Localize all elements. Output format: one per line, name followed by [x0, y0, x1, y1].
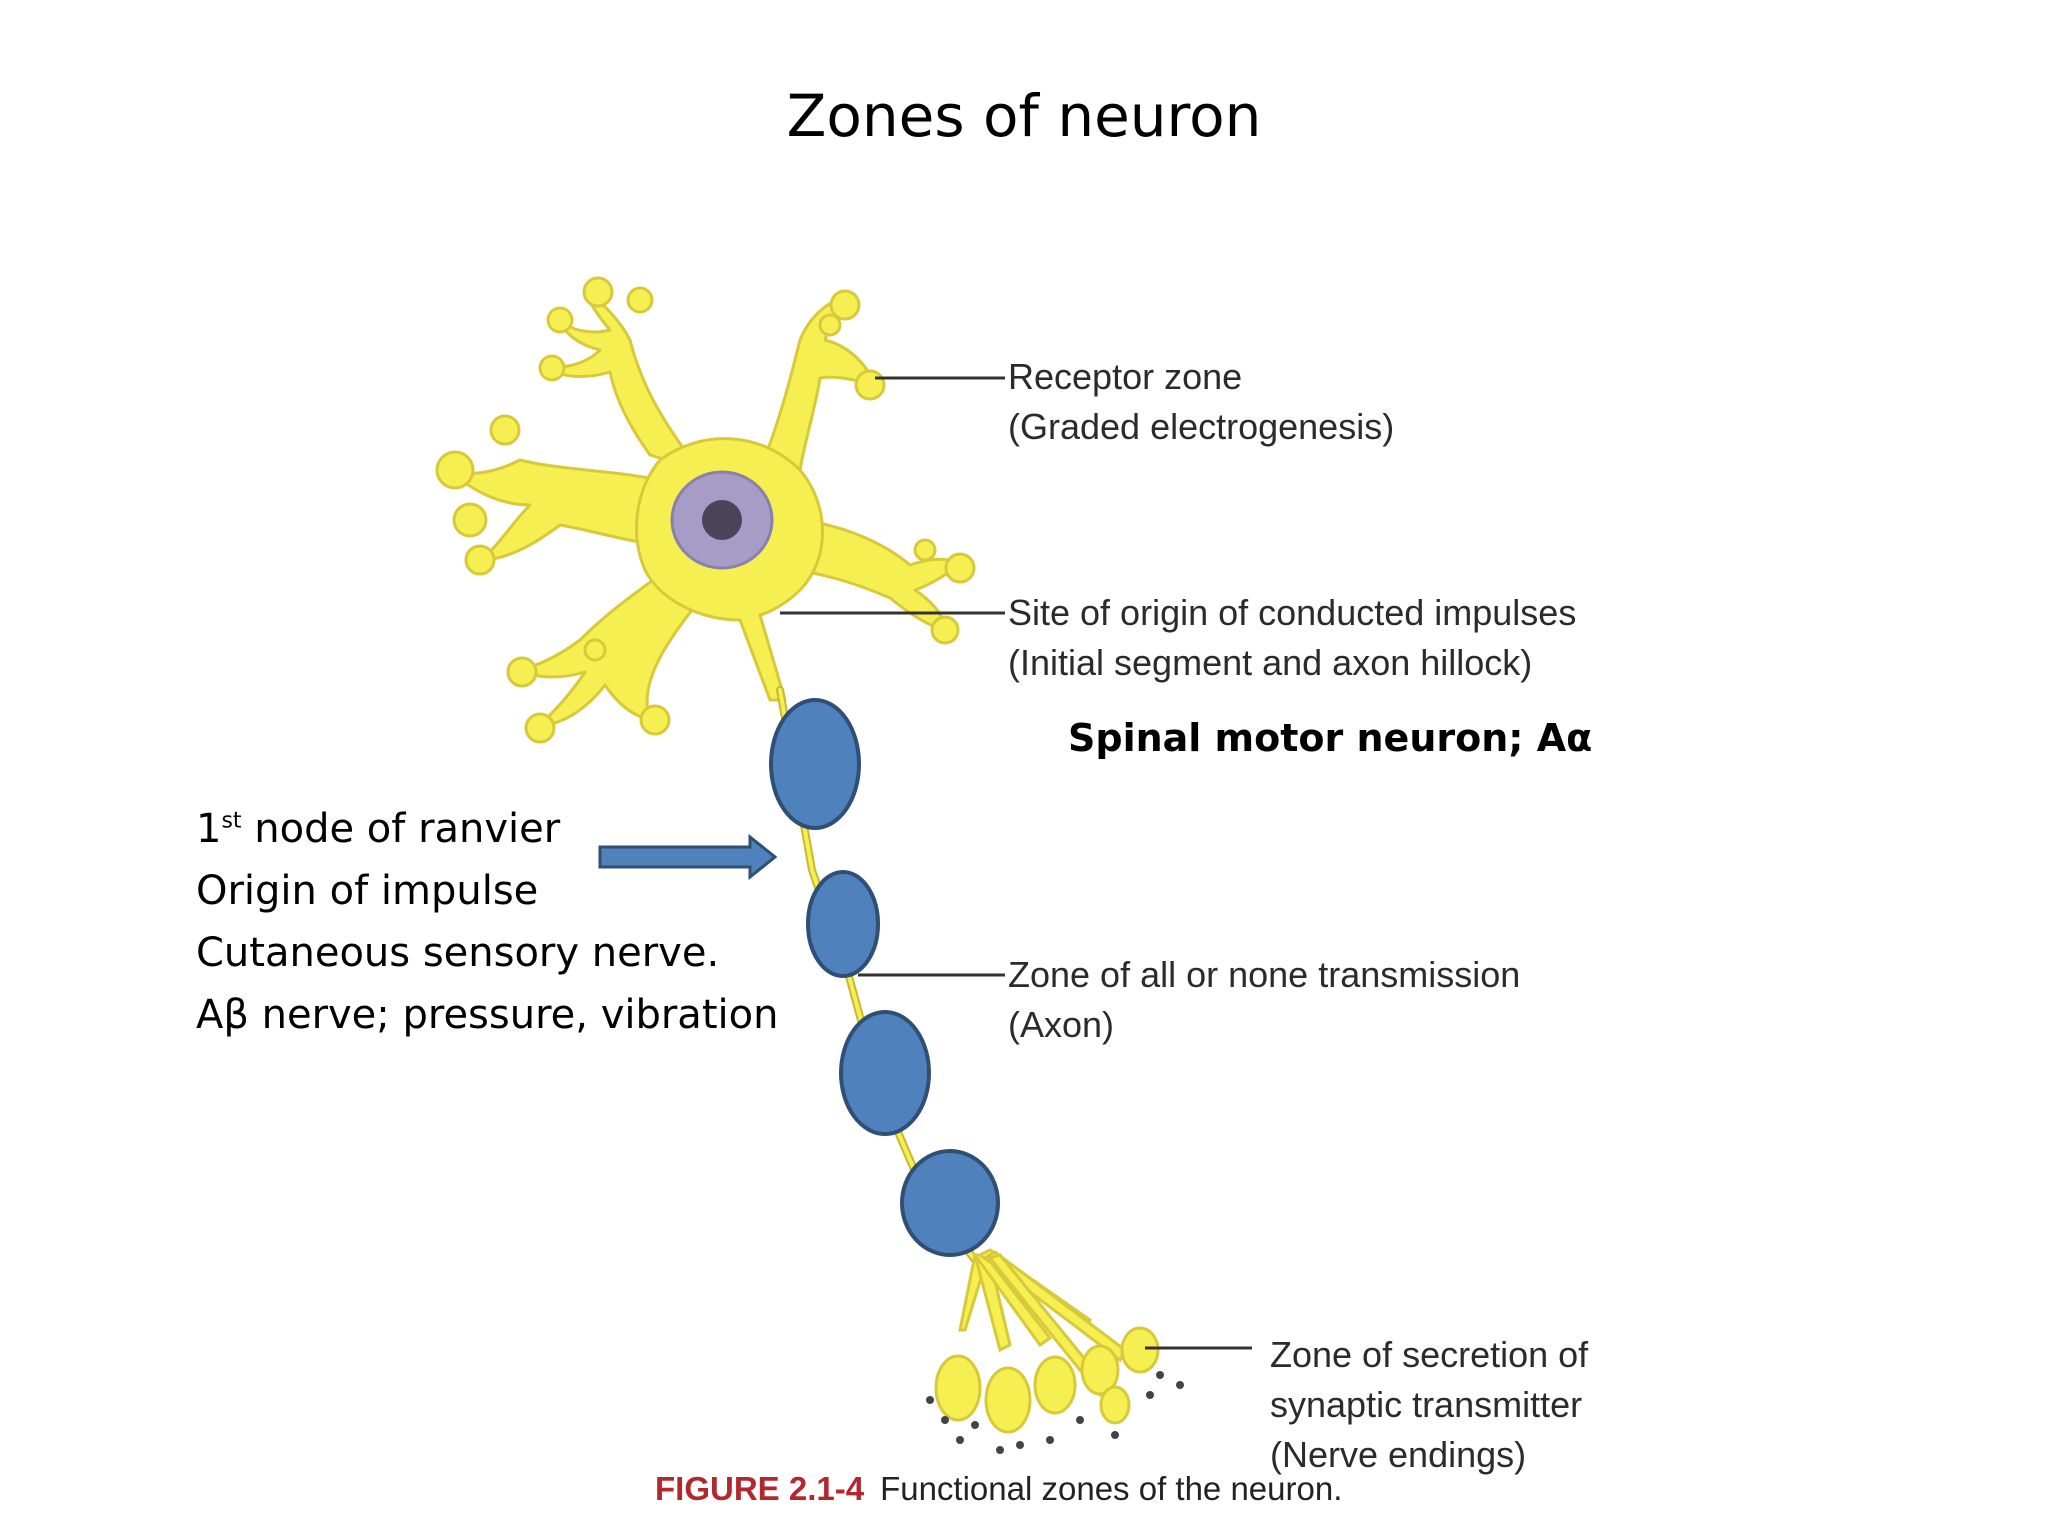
node-arrow — [598, 833, 778, 881]
neuron-soma-dendrites — [435, 276, 976, 744]
node-note-line-1: 1st node of ranvier — [196, 806, 561, 852]
myelin-sheath-1 — [769, 698, 861, 830]
figure-caption: FIGURE 2.1-4 Functional zones of the neur… — [655, 1470, 1342, 1508]
transmission-zone-label: Zone of all or none transmission (Axon) — [1008, 954, 1521, 1045]
caption-text: Functional zones of the neuron. — [880, 1470, 1343, 1507]
node-note-line-3: Cutaneous sensory nerve. — [196, 930, 720, 976]
nerve-endings — [934, 1248, 1160, 1434]
nucleolus — [702, 500, 742, 540]
spinal-motor-neuron-label: Spinal motor neuron; Aα — [1068, 716, 1593, 760]
myelin-sheath-2 — [806, 870, 880, 978]
node-note-line-2: Origin of impulse — [196, 868, 539, 914]
myelin-sheath-4 — [900, 1149, 1000, 1257]
node-of-ranvier-note: 1st node of ranvier Origin of impulse Cu… — [196, 798, 778, 1046]
leader-lines — [780, 376, 1252, 1350]
receptor-zone-label: Receptor zone (Graded electrogenesis) — [1008, 356, 1395, 447]
figure-number: FIGURE 2.1-4 — [655, 1470, 865, 1507]
secretion-zone-label: Zone of secretion of synaptic transmitte… — [1270, 1334, 1589, 1475]
node-note-line-4: Aβ nerve; pressure, vibration — [196, 992, 779, 1038]
transmitter-dots — [926, 1371, 1184, 1454]
page-title: Zones of neuron — [786, 82, 1262, 150]
myelin-sheath-3 — [839, 1010, 931, 1136]
myelin-sheaths — [769, 698, 1000, 1257]
impulse-origin-label: Site of origin of conducted impulses (In… — [1008, 592, 1577, 683]
